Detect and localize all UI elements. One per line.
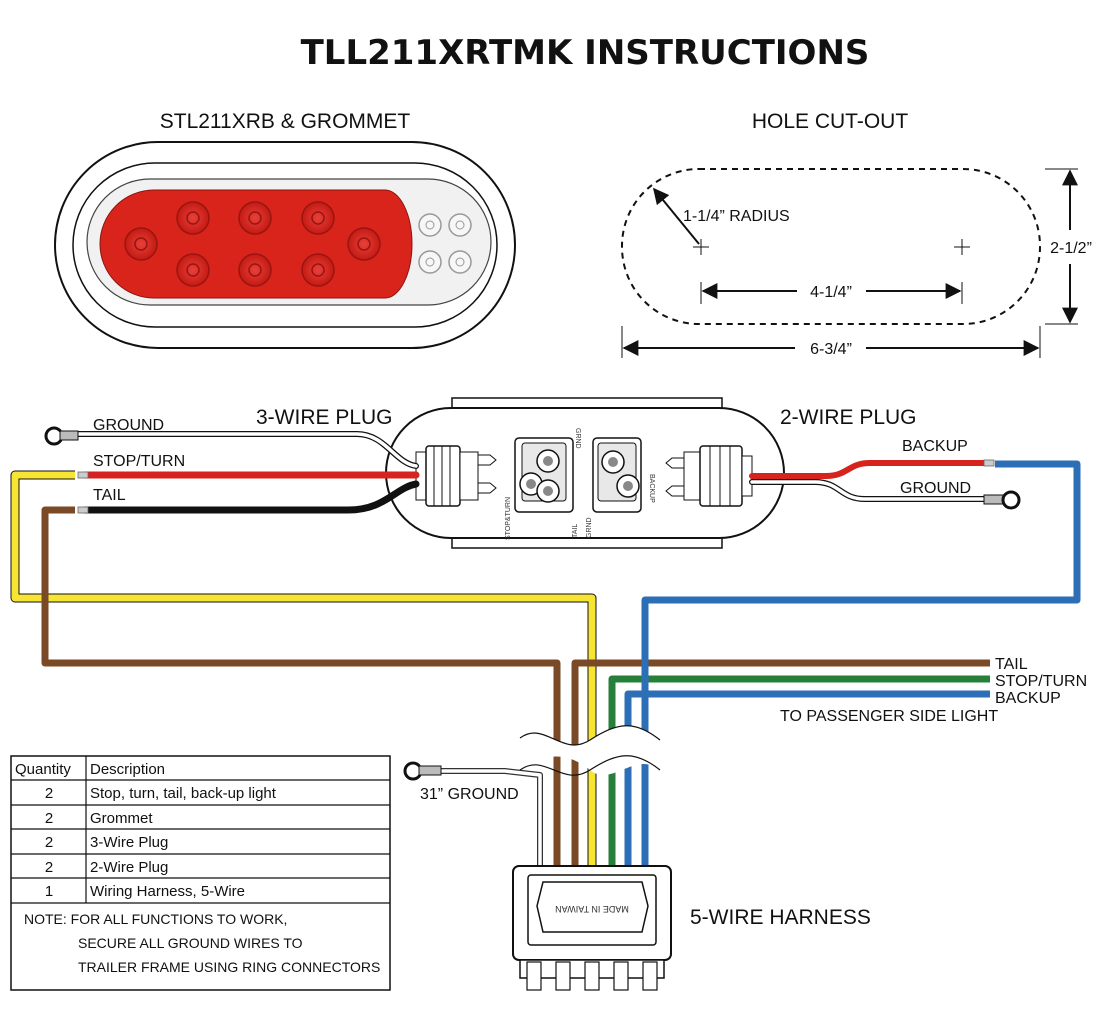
table-row-desc: Stop, turn, tail, back-up light — [90, 785, 277, 802]
wire-break — [520, 725, 660, 775]
three-wire-plug — [415, 445, 497, 507]
left-ground-label: GROUND — [93, 417, 164, 434]
left-stop-turn-label: STOP/TURN — [93, 453, 185, 470]
socket-label-grnd-bottom: GRND — [586, 517, 593, 538]
light-panel: STL211XRB & GROMMET — [54, 110, 516, 349]
center-mark-right — [954, 239, 970, 255]
table-row-desc: Grommet — [90, 810, 153, 827]
harness-ground-label: 31” GROUND — [420, 786, 519, 803]
hole-panel-heading: HOLE CUT-OUT — [752, 110, 909, 133]
length-label: 6-3/4” — [810, 341, 852, 358]
passenger-caption: TO PASSENGER SIDE LIGHT — [780, 708, 998, 725]
page-title: TLL211XRTMK INSTRUCTIONS — [301, 33, 870, 73]
socket-label-stop-turn: STOP&TURN — [505, 497, 512, 540]
hole-cutout-panel: HOLE CUT-OUT 1-1/4” RADIUS 4-1/4” 2-1/2”… — [621, 110, 1092, 358]
three-wire-plug-label: 3-WIRE PLUG — [256, 406, 393, 429]
note-line: NOTE: FOR ALL FUNCTIONS TO WORK, — [24, 911, 287, 927]
harness-label: 5-WIRE HARNESS — [690, 906, 871, 929]
two-wire-plug — [665, 445, 753, 507]
table-header-quantity: Quantity — [15, 761, 71, 778]
table-row-qty: 2 — [45, 834, 53, 851]
left-tail-label: TAIL — [93, 487, 126, 504]
passenger-backup-label: BACKUP — [995, 690, 1061, 707]
center-mark-left — [693, 239, 709, 255]
housing-back-view: GRND STOP&TURN TAIL GRND BACKUP — [385, 397, 785, 549]
red-led-array — [124, 201, 381, 287]
table-row-desc: 2-Wire Plug — [90, 859, 168, 876]
ring-connector-left — [44, 426, 79, 446]
harness-wires — [10, 460, 1081, 868]
made-in-label: MADE IN TAIWAN — [555, 904, 629, 914]
two-wire-plug-label: 2-WIRE PLUG — [780, 406, 917, 429]
cutout-outline — [621, 168, 1041, 325]
table-row-qty: 2 — [45, 785, 53, 802]
passenger-tail-label: TAIL — [995, 656, 1028, 673]
white-led-array — [418, 213, 472, 274]
ring-connector-right — [983, 490, 1021, 510]
table-row-qty: 1 — [45, 883, 53, 900]
radius-label: 1-1/4” RADIUS — [683, 208, 790, 225]
light-panel-heading: STL211XRB & GROMMET — [160, 110, 411, 133]
note-line: SECURE ALL GROUND WIRES TO — [78, 935, 303, 951]
socket-label-tail: TAIL — [572, 524, 579, 538]
radius-arrow — [652, 187, 700, 245]
three-wire-socket — [514, 437, 574, 513]
socket-label-grnd-top: GRND — [574, 428, 581, 449]
right-backup-label: BACKUP — [902, 438, 968, 455]
table-header-description: Description — [90, 761, 165, 778]
ring-connector-harness — [403, 761, 442, 781]
lead-wires — [72, 431, 989, 514]
five-wire-connector: MADE IN TAIWAN — [512, 865, 672, 991]
right-ground-label: GROUND — [900, 480, 971, 497]
passenger-stop-turn-label: STOP/TURN — [995, 673, 1087, 690]
table-row-desc: Wiring Harness, 5-Wire — [90, 883, 245, 900]
two-wire-socket — [592, 437, 642, 513]
center-distance-label: 4-1/4” — [810, 284, 852, 301]
height-label: 2-1/2” — [1050, 240, 1092, 257]
table-row-qty: 2 — [45, 859, 53, 876]
table-row-desc: 3-Wire Plug — [90, 834, 168, 851]
note-line: TRAILER FRAME USING RING CONNECTORS — [78, 959, 380, 975]
table-row-qty: 2 — [45, 810, 53, 827]
parts-table: Quantity Description 2 Stop, turn, tail,… — [10, 755, 391, 991]
socket-label-backup: BACKUP — [648, 474, 655, 503]
